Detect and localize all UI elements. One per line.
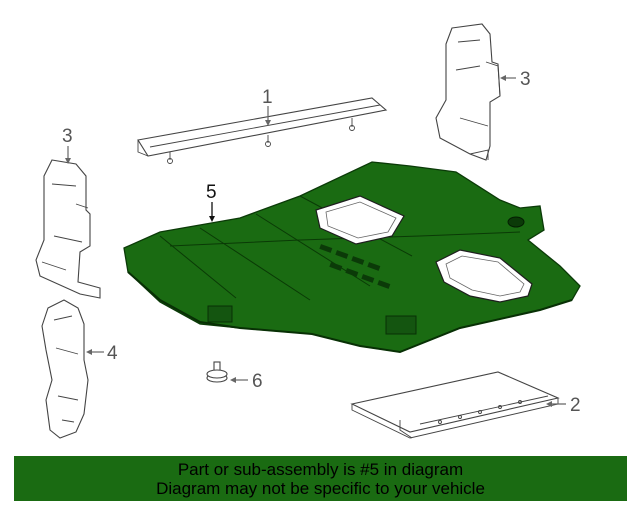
callout-3-left: 3: [62, 126, 73, 147]
part-3-right-deflector: [435, 23, 501, 161]
parts-diagram: 1 2 3 3 4 5 6: [35, 23, 581, 439]
rear-opening: [435, 249, 533, 303]
part-1-bracket: [137, 97, 388, 164]
part-2-shield: [350, 371, 560, 439]
callout-6: 6: [252, 371, 263, 392]
part-3-left-deflector: [35, 159, 101, 299]
front-opening: [315, 195, 405, 245]
part-6-bolt: [206, 361, 228, 383]
callout-3-right: 3: [520, 69, 531, 90]
callout-4: 4: [107, 343, 118, 364]
callout-2: 2: [570, 395, 581, 416]
part-5-under-cover: [123, 161, 581, 354]
callout-5: 5: [206, 182, 217, 203]
callout-leaders: [65, 75, 566, 407]
info-banner: Part or sub-assembly is #5 in diagram Di…: [14, 456, 627, 501]
under-cover-body: [123, 161, 581, 353]
info-banner-line-1: Part or sub-assembly is #5 in diagram: [177, 460, 464, 479]
callout-1: 1: [262, 87, 273, 108]
info-banner-line-2: Diagram may not be specific to your vehi…: [156, 479, 485, 498]
part-4-splash-shield: [41, 299, 89, 439]
